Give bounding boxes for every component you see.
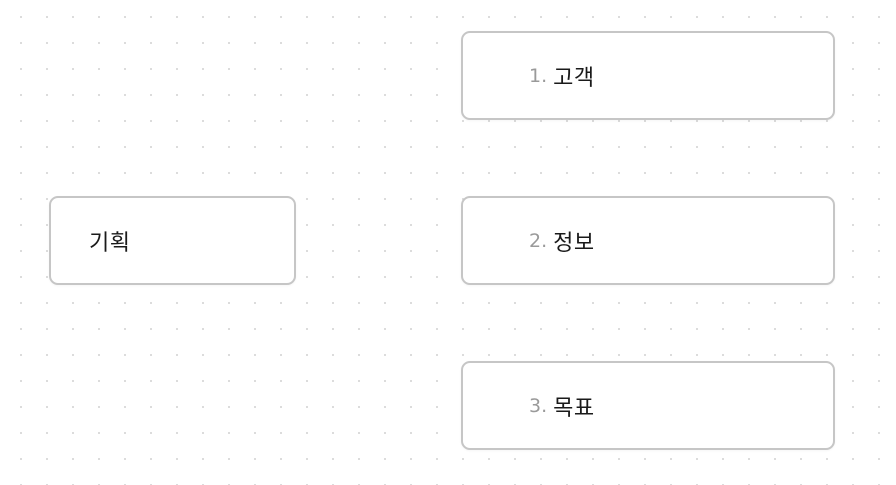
child-node-label: 고객 bbox=[553, 65, 595, 91]
child-node-label: 목표 bbox=[553, 395, 595, 421]
child-node-number: 3. bbox=[529, 394, 548, 417]
child-node-information[interactable]: 2. 정보 bbox=[461, 196, 835, 285]
child-node-number: 1. bbox=[529, 64, 548, 87]
root-node-label: 기획 bbox=[89, 230, 131, 256]
child-node-number: 2. bbox=[529, 229, 548, 252]
child-node-customer[interactable]: 1. 고객 bbox=[461, 31, 835, 120]
child-node-label: 정보 bbox=[553, 230, 595, 256]
root-node[interactable]: 기획 bbox=[49, 196, 296, 285]
child-node-goal[interactable]: 3. 목표 bbox=[461, 361, 835, 450]
